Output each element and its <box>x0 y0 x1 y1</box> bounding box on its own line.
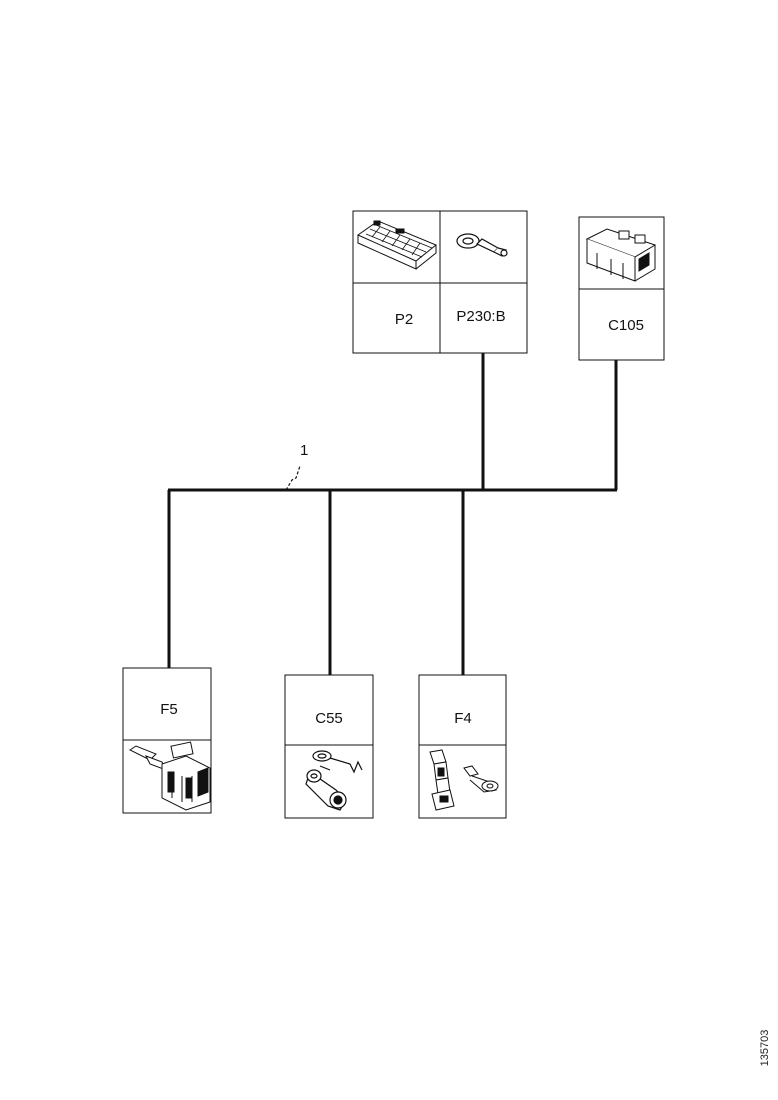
connector-c105-box <box>578 216 665 361</box>
connector-housing-icon <box>585 228 657 282</box>
connector-c105-label: C105 <box>608 317 644 334</box>
connector-f5-box <box>122 667 212 814</box>
ring-terminal-icon <box>456 233 508 257</box>
connector-p2-label: P2 <box>395 311 413 328</box>
connector-p230-label: P230:B <box>456 308 505 325</box>
figure-code: 135703 <box>759 1030 771 1067</box>
connector-f4-box <box>418 674 507 819</box>
multi-pin-connector-icon <box>356 220 437 270</box>
wiring-harness <box>167 353 618 675</box>
fuse-icon <box>429 749 499 811</box>
connector-c55-box <box>284 674 374 819</box>
ring-terminal-pair-icon <box>305 750 363 811</box>
wire-callout-label: 1 <box>300 442 308 459</box>
connector-c55-label: C55 <box>315 710 343 727</box>
connector-f4-label: F4 <box>454 710 472 727</box>
wire-callout: 1 <box>285 442 308 491</box>
connector-group-p2-p230 <box>352 210 528 354</box>
fuse-holder-icon <box>129 741 211 811</box>
connector-f5-label: F5 <box>160 701 178 718</box>
